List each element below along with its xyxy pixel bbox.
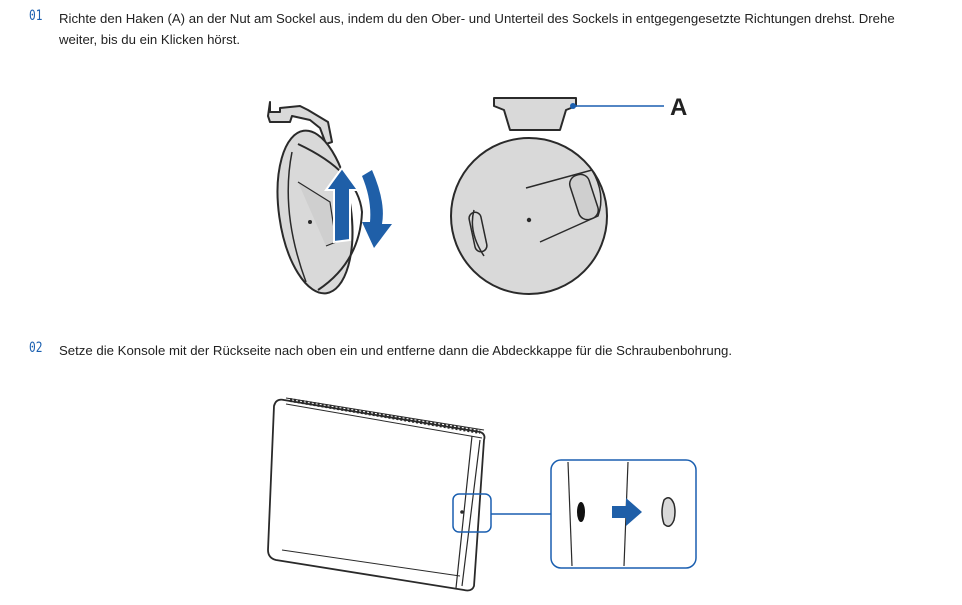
console-illustration (267, 397, 492, 592)
step-2: 02 Setze die Konsole mit der Rückseite n… (0, 340, 962, 364)
screw-cap-icon (661, 497, 676, 527)
rotation-arrows-icon (324, 166, 392, 248)
cap-zoom-detail (550, 459, 697, 569)
step-number: 02 (29, 340, 43, 356)
stand-top-view (450, 97, 608, 295)
stand-rotation-illustration: A (267, 94, 687, 295)
step-text: Richte den Haken (A) an der Nut am Socke… (59, 11, 895, 47)
step-1: 01 Richte den Haken (A) an der Nut am So… (0, 8, 962, 58)
step-number: 01 (29, 8, 43, 24)
callout-a: A (570, 94, 687, 121)
console-cap-removal-illustration (267, 397, 697, 592)
stand-side-view (267, 101, 364, 295)
callout-a-label: A (670, 94, 687, 121)
arrow-right-icon (612, 498, 642, 526)
step-text: Setze die Konsole mit der Rückseite nach… (59, 343, 733, 358)
